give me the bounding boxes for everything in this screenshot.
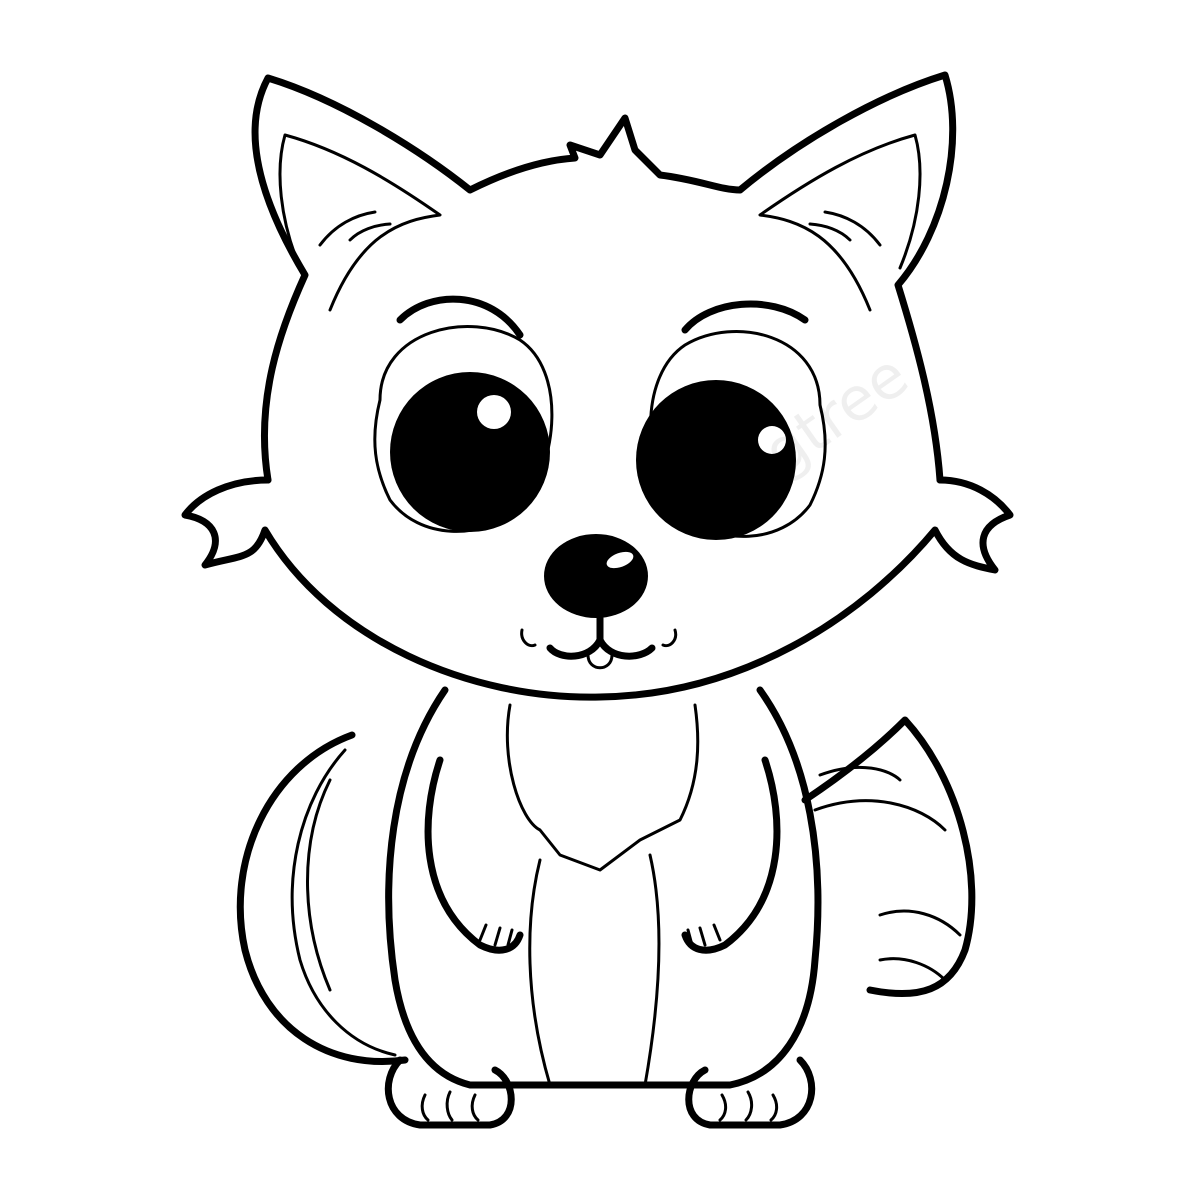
right-eye <box>636 330 827 540</box>
mouth <box>520 614 678 670</box>
left-eye <box>373 325 554 533</box>
left-tail <box>236 731 409 1065</box>
head <box>181 71 1014 701</box>
right-foot <box>685 1056 816 1129</box>
left-foot <box>384 1056 515 1129</box>
body <box>385 686 822 1089</box>
right-tail <box>801 716 976 998</box>
nose <box>544 534 648 618</box>
